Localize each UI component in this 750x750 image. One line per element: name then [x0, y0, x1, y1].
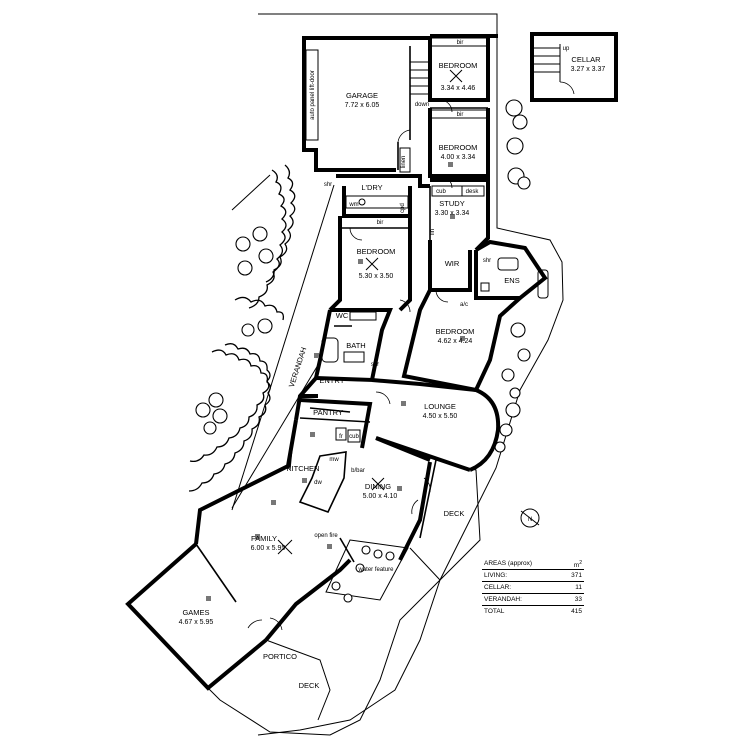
- room-name-laundry: L'DRY: [361, 183, 382, 192]
- cellar-walls: [530, 32, 618, 102]
- room-name-cellar: CELLAR: [571, 55, 601, 64]
- room-dims-lounge: 4.50 x 5.50: [423, 413, 458, 420]
- pantry-walls: [299, 398, 373, 449]
- cellar-up-label: up: [563, 46, 570, 52]
- bir-label-1: bir: [457, 40, 464, 46]
- water-feature-label: water feature: [357, 567, 394, 573]
- room-name-bath: BATH: [346, 341, 365, 350]
- bbar-label: b/bar: [351, 468, 365, 474]
- room-name-ens: ENS: [504, 276, 519, 285]
- room-dims-study: 3.30 x 3.34: [435, 210, 470, 217]
- compass-label: N: [528, 517, 532, 523]
- markers: [206, 69, 465, 601]
- trees-west: [195, 226, 274, 435]
- room-name-games: GAMES: [182, 608, 209, 617]
- lin-label: lin: [430, 229, 436, 235]
- areas-unit: m2: [573, 560, 582, 570]
- bir-label-3: bir: [377, 220, 384, 226]
- garage-door-label: auto panel lift-door: [310, 70, 316, 120]
- room-name-wc: WC: [336, 311, 349, 320]
- room-name-lounge: LOUNGE: [424, 402, 456, 411]
- verandah-lines: [231, 184, 335, 511]
- mw-label: mw: [329, 457, 339, 463]
- areas-header: AREAS (approx) m2: [482, 558, 584, 570]
- room-name-garage: GARAGE: [346, 91, 378, 100]
- study-cub-label: cub: [436, 189, 446, 195]
- deck-outline: [207, 459, 481, 736]
- room-name-portico: PORTICO: [263, 652, 297, 661]
- lounge-walls: [294, 376, 501, 472]
- laundry-walls: [328, 174, 430, 312]
- room-dims-games: 4.67 x 5.95: [179, 619, 214, 626]
- room-name-bedroom2: BEDROOM: [439, 143, 478, 152]
- shr-label: shr: [324, 182, 332, 188]
- room-name-kitchen: KITCHEN: [287, 464, 320, 473]
- living-outer-walls: [194, 419, 437, 561]
- room-dims-family: 6.00 x 5.95: [251, 545, 286, 552]
- hedge-north: [234, 164, 296, 321]
- areas-title: AREAS (approx): [484, 560, 533, 567]
- open-fire-label: open fire: [314, 533, 338, 539]
- room-dims-bedroom3: 5.30 x 3.50: [359, 273, 394, 280]
- areas-row: CELLAR: 11: [482, 582, 584, 594]
- room-name-deck-east: DECK: [444, 509, 465, 518]
- room-name-dining: DINING: [365, 482, 391, 491]
- room-name-bedroom1: BEDROOM: [439, 61, 478, 70]
- room-dims-garage: 7.72 x 6.05: [345, 102, 380, 109]
- room-name-entry: ENTRY: [319, 376, 344, 385]
- room-name-family: FAMILY: [251, 534, 277, 543]
- room-dims-dining: 5.00 x 4.10: [363, 493, 398, 500]
- water-feature: [325, 539, 409, 603]
- pantry-fr-label: fr: [339, 434, 343, 440]
- room-name-bedroom3: BEDROOM: [357, 247, 396, 256]
- games-walls: [125, 537, 355, 691]
- room-name-master-bedroom: BEDROOM: [436, 327, 475, 336]
- stairs-down-label: down: [415, 102, 429, 108]
- pantry-cub-label: cub: [349, 434, 359, 440]
- wm-label: wm: [348, 202, 358, 208]
- dw-label: dw: [314, 480, 322, 486]
- trees-east: [494, 99, 531, 453]
- areas-row: VERANDAH: 33: [482, 594, 584, 606]
- room-dims-master-bedroom: 4.62 x 4.24: [438, 338, 473, 345]
- ac-label: a/c: [460, 302, 468, 308]
- room-name-pantry: PANTRY: [313, 408, 343, 417]
- ens-shr-label: shr: [483, 258, 491, 264]
- ldry-cpd-label: cpd: [400, 203, 406, 213]
- study-desk-label: desk: [466, 189, 480, 195]
- areas-total-row: TOTAL 415: [484, 608, 582, 615]
- areas-table: AREAS (approx) m2 LIVING: 371 CELLAR: 11…: [482, 558, 584, 617]
- bath-shr-label: shr: [371, 362, 379, 368]
- bedroom-column-walls: [399, 34, 498, 252]
- room-name-deck-south: DECK: [299, 681, 320, 690]
- compass-icon: N: [520, 508, 540, 528]
- room-dims-bedroom2: 4.00 x 3.34: [441, 154, 476, 161]
- interior-doors: [349, 99, 453, 405]
- linen-label: linen: [401, 156, 407, 169]
- hedge-south: [188, 343, 271, 492]
- room-name-wir: WIR: [445, 259, 460, 268]
- garage-walls: [302, 36, 430, 172]
- areas-row: LIVING: 371: [482, 570, 584, 582]
- room-dims-cellar: 3.27 x 3.37: [571, 66, 606, 73]
- room-name-study: STUDY: [439, 199, 464, 208]
- room-dims-bedroom1: 3.34 x 4.46: [441, 85, 476, 92]
- verandah-label: VERANDAH: [287, 346, 308, 388]
- bir-label-2: bir: [457, 112, 464, 118]
